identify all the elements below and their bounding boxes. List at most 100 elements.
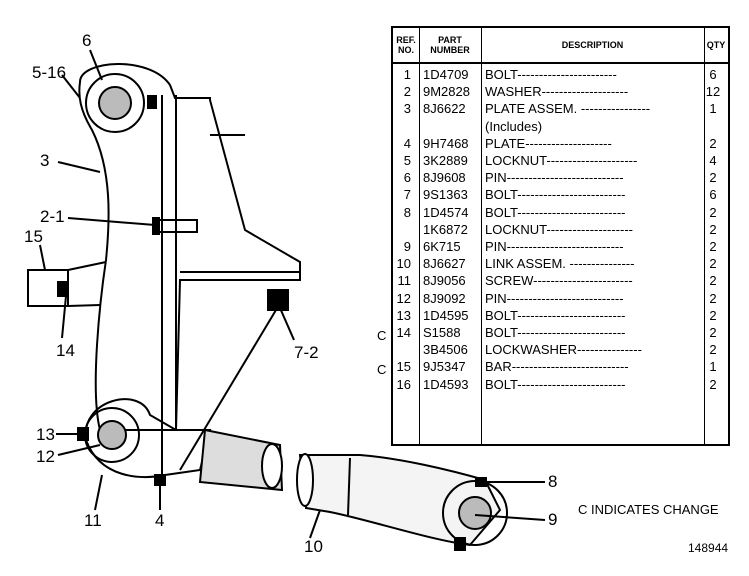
- table-row: 1K6872 LOCKNUT-------------------- 2: [393, 221, 728, 238]
- cell-part: 9S1363: [423, 187, 468, 203]
- cell-part: 9J5347: [423, 359, 466, 375]
- cell-part: 1D4709: [423, 67, 469, 82]
- cell-qty: 4: [709, 153, 717, 168]
- header-ref-line1: REF.: [396, 35, 416, 45]
- header-ref: REF. NO.: [393, 28, 419, 64]
- callout-15: 15: [24, 227, 43, 246]
- cell-part: 3K2889: [423, 153, 468, 168]
- cell-part: 9M2828: [423, 84, 470, 100]
- callout-13: 13: [36, 425, 55, 444]
- callout-11: 11: [84, 511, 102, 530]
- callout-4: 4: [155, 511, 164, 530]
- cell-qty: 2: [709, 221, 717, 237]
- cell-qty: 2: [709, 307, 717, 323]
- cell-part: 3B4506: [423, 342, 468, 358]
- cell-ref: 4: [403, 135, 411, 151]
- cell-desc: BAR---------------------------: [485, 359, 629, 375]
- cell-part: 1D4574: [423, 204, 469, 220]
- cell-qty: 2: [709, 342, 717, 358]
- cell-desc: BOLT-------------------------: [485, 376, 626, 392]
- table-row: 11 8J9056 SCREW----------------------- 2: [393, 272, 728, 289]
- cell-desc: WASHER--------------------: [485, 84, 629, 100]
- cell-qty: 2: [709, 135, 717, 151]
- cell-part: 8J6622: [423, 101, 466, 117]
- cell-part: 8J9056: [423, 273, 466, 289]
- cell-desc: LOCKNUT---------------------: [485, 153, 638, 168]
- cell-part: 1D4595: [423, 307, 469, 323]
- header-desc-label: DESCRIPTION: [561, 40, 624, 50]
- header-part-line1: PART: [438, 35, 462, 45]
- cell-qty: 1: [709, 359, 717, 375]
- cell-part: 8J9608: [423, 170, 466, 186]
- cell-part: 1D4593: [423, 376, 469, 392]
- cell-desc: LOCKNUT--------------------: [485, 221, 633, 237]
- cell-ref: 12: [396, 290, 411, 306]
- callout-6: 6: [82, 31, 91, 50]
- callout-3: 3: [40, 151, 49, 170]
- cell-qty: 2: [709, 239, 717, 254]
- cell-ref: 15: [396, 359, 411, 375]
- table-row: (Includes): [393, 118, 728, 135]
- cell-ref: 3: [403, 101, 411, 117]
- cell-part: 8J9092: [423, 290, 466, 306]
- cell-ref: 10: [396, 256, 411, 272]
- upper-bracket: [78, 63, 301, 431]
- cell-part: 6K715: [423, 239, 461, 254]
- cell-desc: PIN---------------------------: [485, 290, 624, 306]
- cell-qty: 6: [709, 187, 717, 203]
- header-part-line2: NUMBER: [430, 45, 470, 55]
- header-part: PART NUMBER: [419, 28, 481, 64]
- callout-8: 8: [548, 472, 557, 491]
- cell-ref: 11: [397, 273, 412, 289]
- change-note: C INDICATES CHANGE: [578, 502, 719, 517]
- cell-desc: LINK ASSEM. ---------------: [485, 256, 635, 272]
- cell-desc: PLATE ASSEM. ----------------: [485, 101, 651, 117]
- link-pin: [458, 496, 492, 530]
- cell-qty: 1: [709, 101, 717, 117]
- callout-14: 14: [56, 341, 75, 360]
- cell-ref: 13: [396, 307, 411, 323]
- lower-bracket: [84, 398, 212, 478]
- table-row: 15 9J5347 BAR--------------------------- 1: [393, 358, 728, 375]
- change-mark-14: C: [377, 328, 387, 343]
- cell-desc: SCREW-----------------------: [485, 273, 633, 289]
- cell-part: 1K6872: [423, 221, 468, 237]
- table-row: 7 9S1363 BOLT------------------------- 6: [393, 186, 728, 203]
- cell-qty: 2: [709, 325, 717, 340]
- cell-desc: LOCKWASHER---------------: [485, 342, 642, 358]
- cell-desc: PIN---------------------------: [485, 239, 624, 254]
- cell-qty: 2: [709, 273, 717, 289]
- cell-desc: PIN---------------------------: [485, 170, 624, 186]
- cell-ref: 9: [403, 239, 411, 254]
- cell-ref: 7: [403, 187, 411, 203]
- cell-desc: (Includes): [485, 118, 543, 134]
- cell-part: 8J6627: [423, 256, 466, 272]
- table-row: 3 8J6622 PLATE ASSEM. ---------------- 1: [393, 100, 728, 117]
- cell-ref: 1: [403, 67, 411, 82]
- cell-qty: 2: [709, 204, 717, 220]
- table-row: 5 3K2889 LOCKNUT--------------------- 4: [393, 152, 728, 169]
- cell-desc: BOLT-----------------------: [485, 67, 617, 82]
- callout-9: 9: [548, 510, 557, 529]
- cell-part: S1588: [423, 325, 461, 340]
- upper-pin-boss: [85, 73, 145, 133]
- cell-ref: 5: [403, 153, 411, 168]
- cell-ref: 2: [403, 84, 411, 100]
- table-row: 3B4506 LOCKWASHER--------------- 2: [393, 341, 728, 358]
- cell-desc: BOLT-------------------------: [485, 187, 626, 203]
- lower-pin: [97, 420, 127, 450]
- callout-5-16: 5-16: [32, 63, 66, 82]
- cell-qty: 2: [709, 376, 717, 392]
- drawing-number: 148944: [688, 541, 729, 555]
- upper-pin: [98, 86, 132, 120]
- link-tube-near: [198, 428, 284, 492]
